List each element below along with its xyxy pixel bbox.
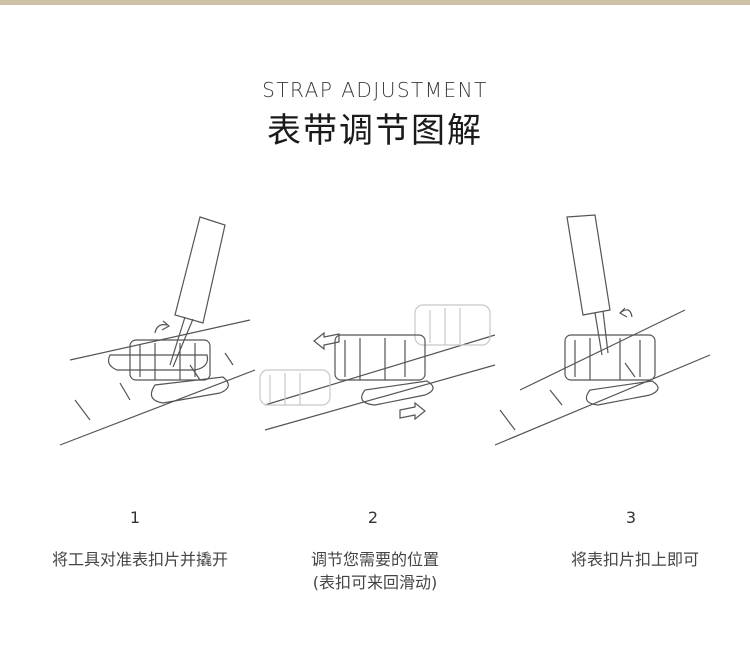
step-2-number: 2 xyxy=(367,508,379,527)
page-title-zh: 表带调节图解 xyxy=(267,111,483,151)
step-3-text: 将表扣片扣上即可 xyxy=(520,548,750,571)
step-3-caption: 将表扣片扣上即可 xyxy=(570,550,699,569)
step-2-illustration xyxy=(255,205,505,465)
step-1-text: 将工具对准表扣片并撬开 xyxy=(25,548,255,571)
step-2-text: 调节您需要的位置 (表扣可来回滑动) xyxy=(260,548,490,594)
step-2-subcaption: (表扣可来回滑动) xyxy=(312,573,438,592)
step-1-number: 1 xyxy=(129,508,141,527)
step-1-caption: 将工具对准表扣片并撬开 xyxy=(51,550,228,569)
step-3-illustration xyxy=(470,205,720,465)
page-title-en: STRAP ADJUSTMENT xyxy=(262,78,488,102)
step-3-number: 3 xyxy=(625,508,637,527)
step-1-illustration xyxy=(45,205,295,465)
top-accent-bar xyxy=(0,0,750,5)
step-2-caption: 调节您需要的位置 xyxy=(310,550,439,569)
